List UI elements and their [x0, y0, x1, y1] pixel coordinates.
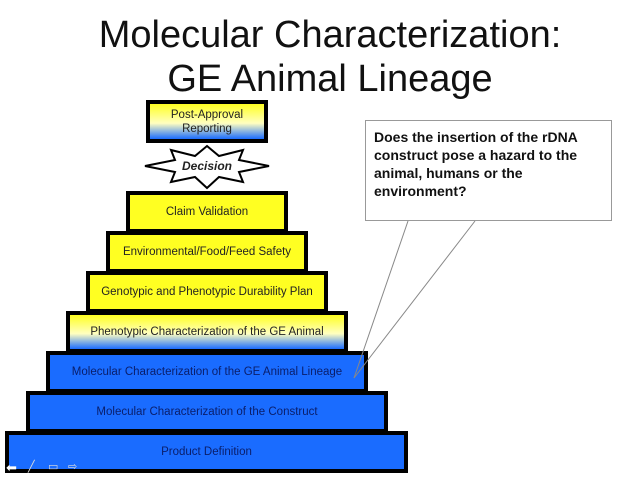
- back-icon[interactable]: ⬅: [6, 460, 17, 475]
- step-durability-plan: Genotypic and Phenotypic Durability Plan: [86, 271, 328, 313]
- title-line-2: GE Animal Lineage: [167, 58, 493, 100]
- pen-icon[interactable]: ╱: [28, 461, 35, 473]
- step-environmental-safety: Environmental/Food/Feed Safety: [106, 231, 308, 273]
- step-phenotypic-characterization: Phenotypic Characterization of the GE An…: [66, 311, 348, 353]
- decision-star-icon: [144, 144, 270, 190]
- post-approval-box: Post-Approval Reporting: [146, 100, 268, 143]
- decision-label: Decision: [181, 159, 232, 173]
- menu-icon[interactable]: ▭: [48, 461, 59, 473]
- forward-icon[interactable]: ⇨: [68, 461, 78, 473]
- post-approval-label: Post-Approval Reporting: [170, 108, 244, 135]
- title-line-1: Molecular Characterization:: [98, 14, 562, 56]
- callout-box: Does the insertion of the rDNA construct…: [365, 120, 612, 221]
- step-product-definition: Product Definition: [5, 431, 408, 473]
